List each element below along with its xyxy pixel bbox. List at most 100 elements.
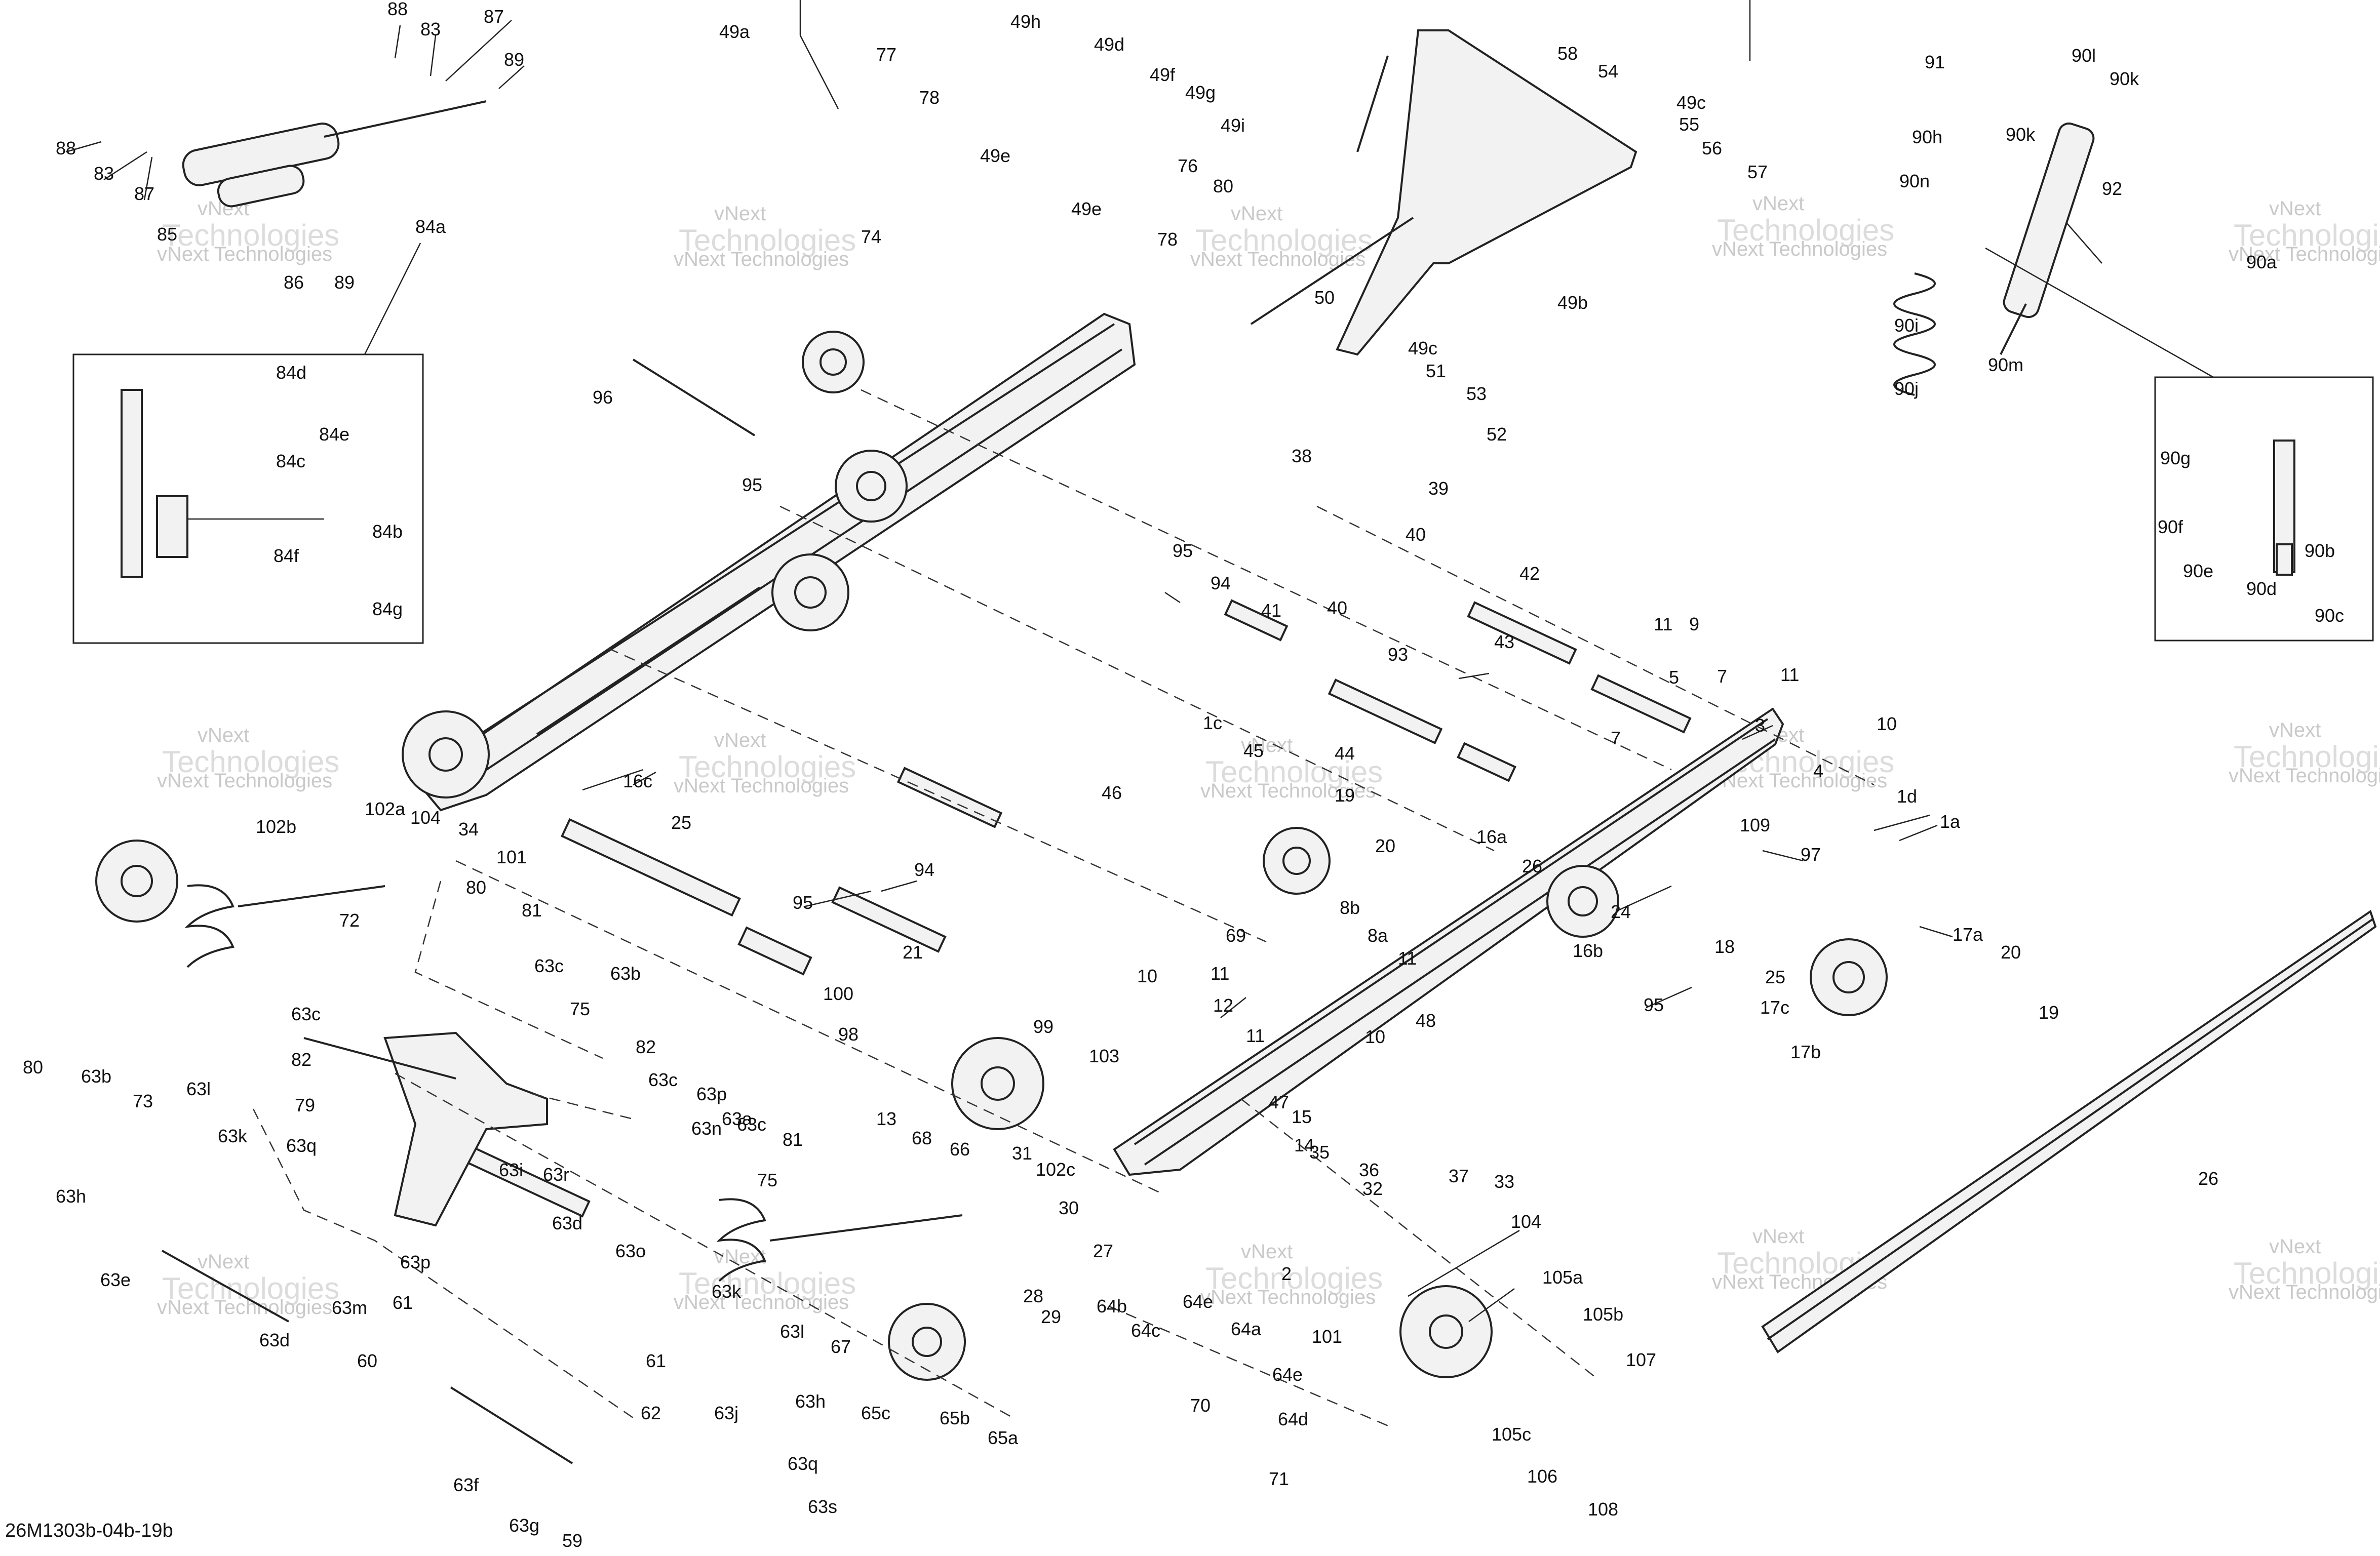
callout-label-34: 34	[458, 819, 479, 840]
watermark-text: Technologies	[2234, 1256, 2380, 1290]
watermark-text: vNext Technologies	[1200, 780, 1376, 802]
watermark-text: vNext Technologies	[2229, 243, 2380, 265]
callout-label-41: 41	[1261, 600, 1281, 621]
callout-label-97: 97	[1801, 844, 1821, 865]
callout-label-63c: 63c	[534, 955, 564, 976]
callout-label-61: 61	[393, 1292, 413, 1313]
watermark-text: Technologies	[2234, 218, 2380, 252]
callout-label-42: 42	[1519, 563, 1540, 584]
watermark-text: vNext	[2269, 1235, 2321, 1258]
callout-label-64c: 64c	[1131, 1320, 1160, 1341]
callout-label-47: 47	[1269, 1092, 1289, 1112]
callout-label-36: 36	[1359, 1160, 1379, 1180]
leader-line	[498, 65, 525, 89]
callout-label-17b: 17b	[1790, 1042, 1821, 1062]
callout-label-46: 46	[1102, 782, 1122, 803]
callout-label-1d: 1d	[1897, 786, 1917, 807]
callout-label-90n: 90n	[1899, 171, 1930, 191]
callout-label-105c: 105c	[1492, 1424, 1531, 1445]
leader-line	[1742, 725, 1773, 740]
watermark-text: vNext Technologies	[674, 1291, 849, 1313]
callout-label-59: 59	[562, 1530, 582, 1551]
watermark-text: vNext Technologies	[157, 243, 332, 265]
leader-line	[143, 156, 153, 201]
callout-label-95: 95	[742, 474, 762, 495]
callout-label-1c: 1c	[1203, 712, 1222, 733]
callout-label-10: 10	[1137, 966, 1157, 986]
callout-label-65a: 65a	[988, 1427, 1019, 1448]
callout-label-54: 54	[1598, 61, 1618, 82]
callout-label-63i: 63i	[499, 1160, 523, 1180]
watermark-text: vNext	[1241, 734, 1293, 756]
callout-label-98: 98	[838, 1024, 859, 1045]
callout-label-64d: 64d	[1278, 1409, 1308, 1429]
rear-shock-90a	[2000, 122, 2095, 355]
callout-label-80: 80	[1213, 176, 1233, 196]
leader-line	[1919, 926, 1953, 938]
callout-label-96: 96	[593, 387, 613, 408]
callout-label-57: 57	[1747, 162, 1768, 182]
callout-label-49c: 49c	[1676, 92, 1706, 113]
callout-label-85: 85	[157, 224, 177, 245]
leader-line	[582, 769, 644, 791]
assembly-dashed-lines	[252, 389, 1875, 1429]
callout-label-25: 25	[1765, 967, 1785, 987]
callout-label-61: 61	[646, 1350, 666, 1371]
callout-label-84b: 84b	[372, 521, 403, 542]
callout-label-63b: 63b	[610, 963, 641, 984]
callout-label-63m: 63m	[332, 1297, 367, 1318]
callout-label-105b: 105b	[1583, 1304, 1623, 1325]
callout-label-7: 7	[1611, 728, 1621, 748]
watermark-text: vNext	[2269, 719, 2321, 741]
callout-label-12: 12	[1213, 995, 1233, 1016]
callout-label-102a: 102a	[365, 799, 406, 819]
callout-label-90k: 90k	[2006, 124, 2036, 145]
leader-line	[633, 771, 656, 786]
callout-label-63g: 63g	[509, 1515, 539, 1536]
leader-line	[1468, 1288, 1515, 1323]
callout-label-84a: 84a	[415, 216, 446, 237]
callout-label-4: 4	[1813, 761, 1823, 781]
leader-line	[445, 20, 512, 82]
callout-label-63h: 63h	[795, 1391, 826, 1412]
watermark-text: Technologies	[1205, 1261, 1383, 1295]
callout-label-65b: 65b	[940, 1408, 970, 1428]
front-shock-84a	[182, 100, 487, 208]
callout-label-14: 14	[1294, 1135, 1314, 1155]
callout-label-90b: 90b	[2305, 540, 2335, 561]
callout-label-11: 11	[1780, 664, 1799, 685]
callout-label-63p: 63p	[400, 1252, 431, 1272]
callout-label-71: 71	[1269, 1468, 1289, 1489]
callout-label-100: 100	[823, 983, 853, 1004]
watermark-text: vNext	[714, 203, 766, 225]
watermark-text: vNext Technologies	[1712, 238, 1887, 260]
callout-label-105a: 105a	[1542, 1267, 1583, 1288]
callout-label-49e: 49e	[1071, 198, 1102, 219]
callout-label-10: 10	[1365, 1026, 1385, 1047]
callout-label-58: 58	[1557, 43, 1578, 64]
callout-label-90h: 90h	[1912, 127, 1942, 147]
callout-label-90l: 90l	[2072, 45, 2096, 66]
callout-label-63q: 63q	[286, 1135, 317, 1156]
callout-label-52: 52	[1487, 424, 1507, 445]
callout-label-8b: 8b	[1340, 897, 1360, 918]
callout-label-63p: 63p	[696, 1084, 727, 1104]
watermark-text: Technologies	[1205, 755, 1383, 789]
callout-label-40: 40	[1406, 524, 1426, 545]
callout-label-80: 80	[466, 877, 486, 898]
callout-label-11: 11	[1654, 614, 1672, 634]
callout-label-37: 37	[1449, 1166, 1469, 1186]
callout-label-106: 106	[1527, 1466, 1557, 1487]
callout-label-89: 89	[334, 272, 355, 293]
callout-label-66: 66	[950, 1139, 970, 1160]
callout-label-87: 87	[134, 183, 154, 204]
callout-label-90j: 90j	[1894, 378, 1919, 399]
callout-label-26: 26	[1522, 856, 1542, 876]
callout-label-19: 19	[1335, 785, 1355, 806]
callout-label-48: 48	[1416, 1010, 1436, 1031]
callout-label-92: 92	[2102, 178, 2122, 199]
callout-label-13: 13	[876, 1108, 896, 1129]
callout-label-64e: 64e	[1272, 1364, 1303, 1385]
